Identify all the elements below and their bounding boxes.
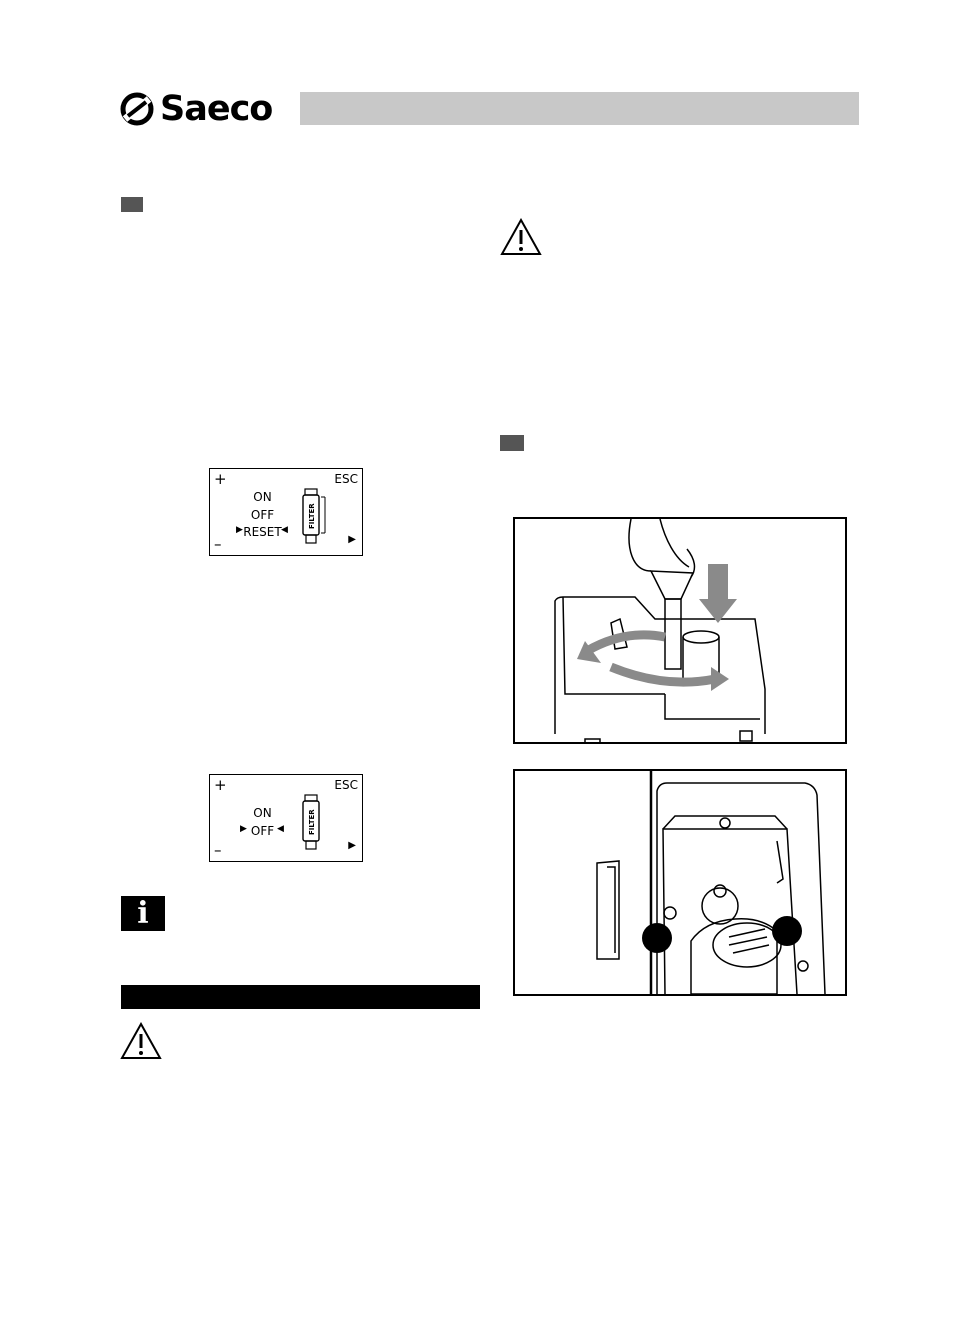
lcd-plus: +	[214, 776, 227, 794]
lcd-option-reset: RESET	[243, 525, 282, 539]
filter-label: FILTER	[308, 809, 316, 835]
section-marker	[500, 435, 524, 451]
lcd-esc: ESC	[334, 472, 358, 486]
lcd-option-on: ON	[253, 806, 272, 820]
lcd-plus: +	[214, 470, 227, 488]
lcd-option-off: OFF	[250, 824, 275, 838]
warning-triangle-icon	[120, 1022, 162, 1059]
lcd-select-right-arrow-icon: ◀	[281, 525, 288, 535]
filter-label: FILTER	[308, 503, 316, 529]
lcd-select-right-arrow-icon: ◀	[277, 824, 284, 834]
filter-cartridge-icon: FILTER	[302, 794, 320, 850]
saeco-logo-mark-icon	[120, 92, 154, 126]
lcd-display-filter-off: + – ESC ▶ ON ▶ OFF ◀ FILTER	[209, 774, 363, 862]
lcd-display-filter-reset: + – ESC ▶ ON OFF ▶ RESET ◀ FILTER	[209, 468, 363, 556]
illustration-filter-insertion	[513, 517, 847, 744]
header-bar	[300, 92, 859, 125]
filter-cartridge-icon: FILTER	[302, 488, 326, 544]
lcd-right-arrow-icon: ▶	[348, 534, 356, 545]
lcd-select-left-arrow-icon: ▶	[240, 824, 247, 834]
section-heading-bar	[121, 985, 480, 1009]
brand-name: Saeco	[160, 88, 273, 129]
lcd-esc: ESC	[334, 778, 358, 792]
lcd-option-off: OFF	[250, 508, 275, 522]
lcd-right-arrow-icon: ▶	[348, 840, 356, 851]
lcd-minus: –	[214, 841, 222, 859]
section-marker	[121, 197, 143, 212]
lcd-select-left-arrow-icon: ▶	[236, 525, 243, 535]
illustration-water-tank-top-view	[513, 769, 847, 996]
info-icon: i	[121, 896, 165, 931]
lcd-option-on: ON	[253, 490, 272, 504]
lcd-minus: –	[214, 535, 222, 553]
saeco-logo: Saeco	[120, 89, 290, 129]
warning-triangle-icon	[500, 218, 542, 255]
